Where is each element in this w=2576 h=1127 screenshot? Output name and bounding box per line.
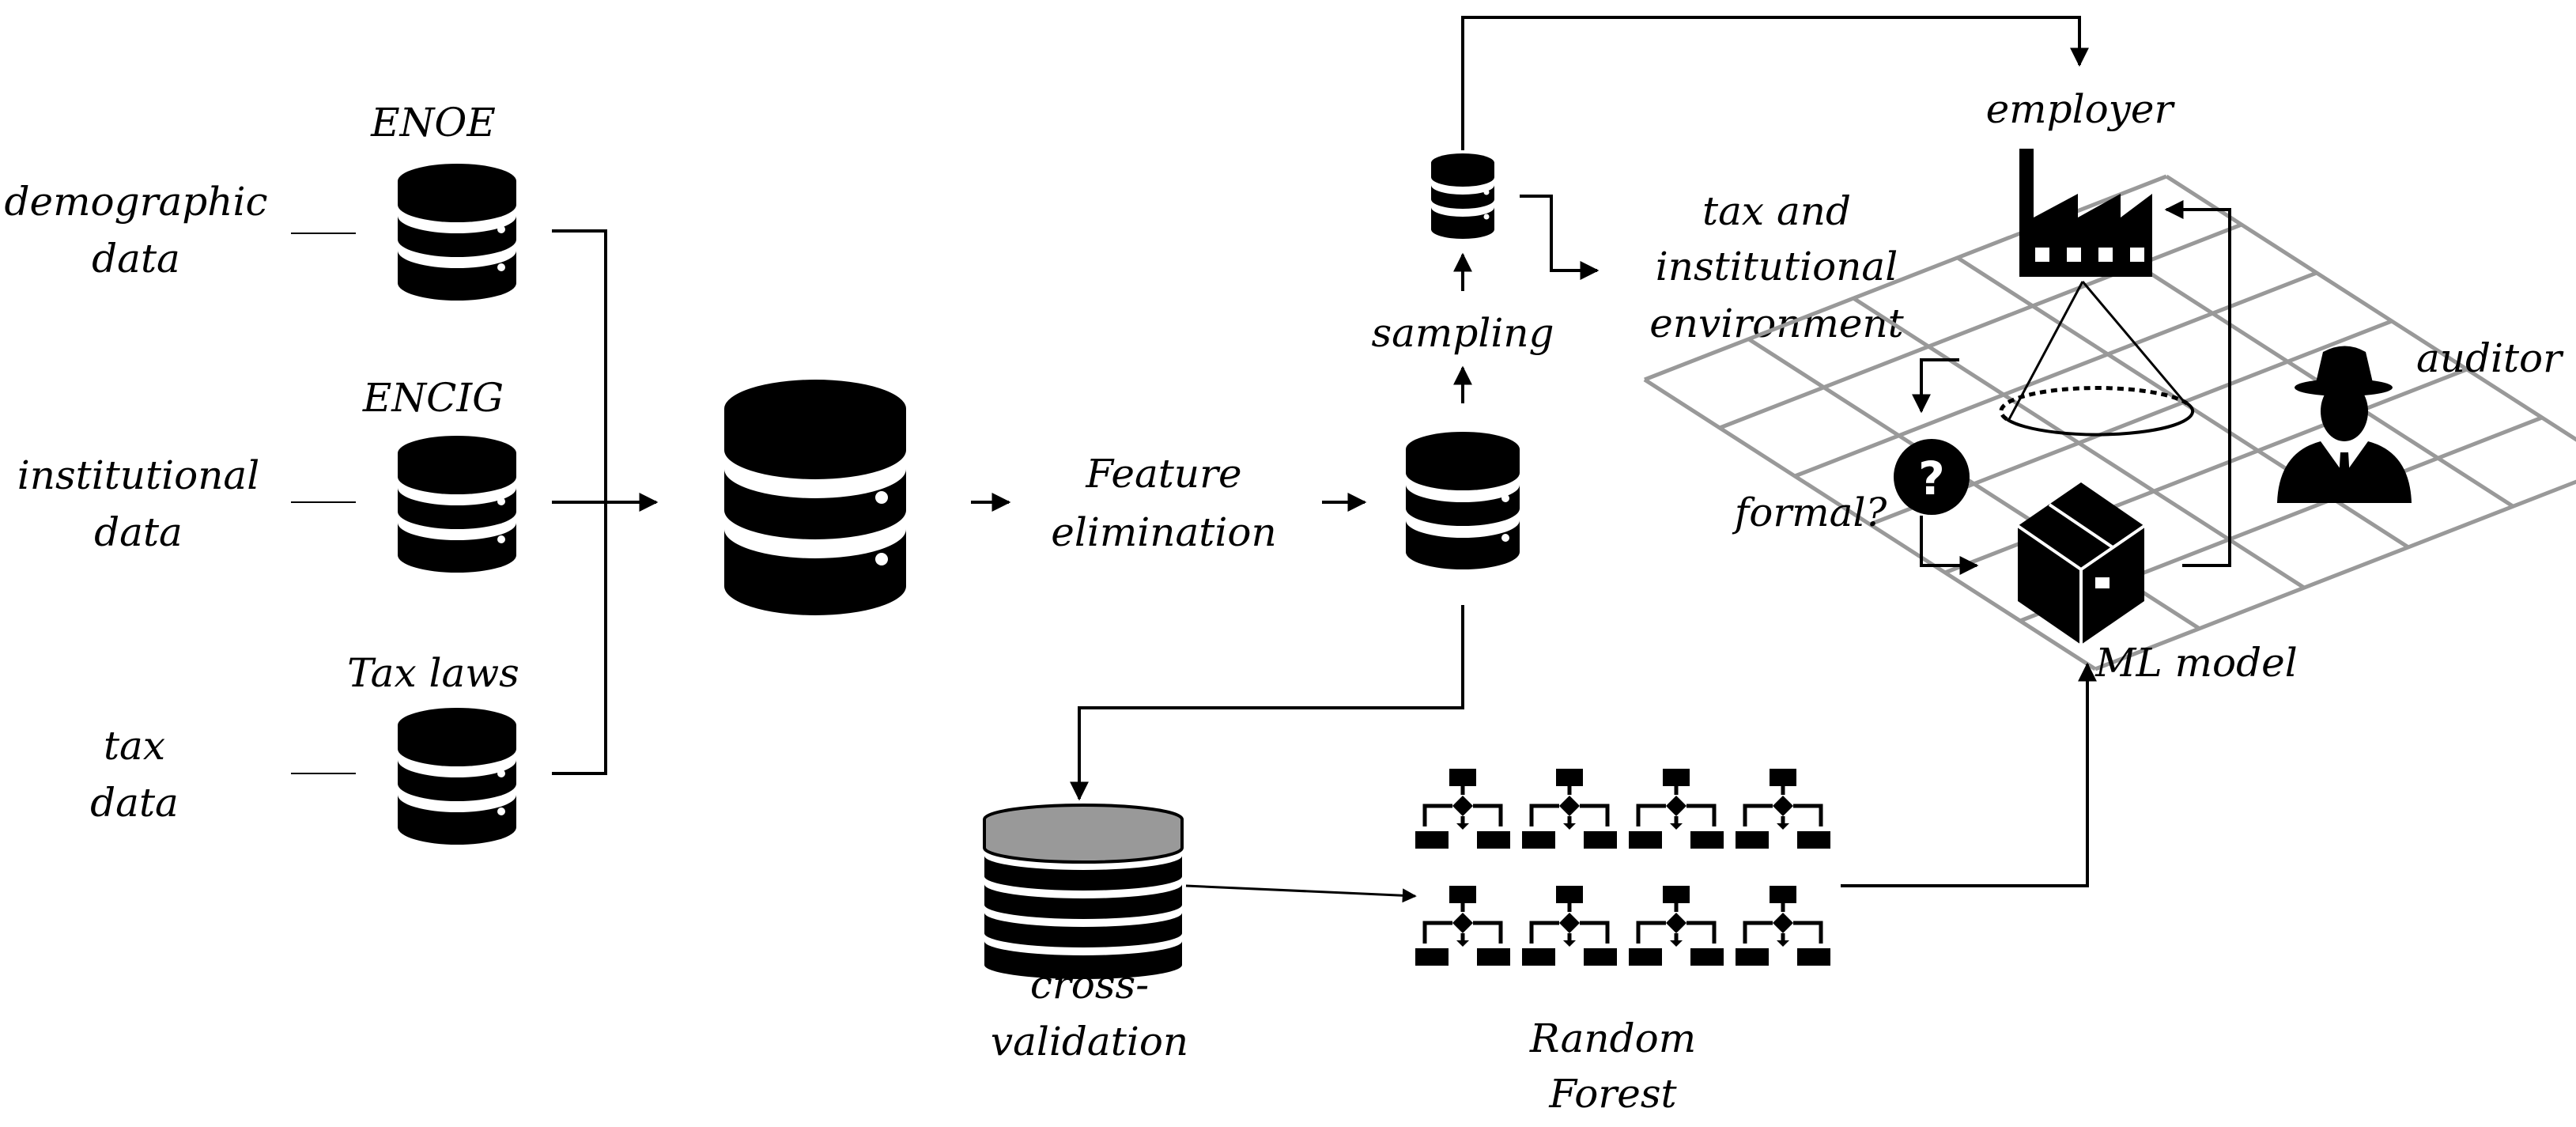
encig-title: ENCIG <box>362 375 504 421</box>
sample-to-environment-arrow <box>1520 195 1600 280</box>
model-to-employer-arrow <box>2164 200 2231 567</box>
spy-icon <box>2277 346 2412 503</box>
question-icon: ? <box>1894 439 1970 515</box>
demographic-data-label-line2: data <box>92 236 180 282</box>
employer-label: employer <box>1986 86 2176 132</box>
merged-database-icon <box>724 380 906 624</box>
source-tax-laws: Tax laws tax data <box>90 650 519 845</box>
decision-tree-icon <box>1736 886 1830 966</box>
decision-tree-icon <box>1629 769 1724 849</box>
tax-data-label-line1: tax <box>104 723 165 769</box>
feature-elimination-line1: Feature <box>1085 451 1241 497</box>
forest-to-model-arrow <box>1841 662 2097 887</box>
reduced-database-icon <box>1406 432 1520 569</box>
decision-tree-icon <box>1522 769 1617 849</box>
institutional-data-label-line1: institutional <box>17 452 259 498</box>
question-mark: ? <box>1918 452 1945 505</box>
cone-shape <box>1999 281 2195 437</box>
factory-icon <box>2019 149 2152 277</box>
feature-elimination-line2: elimination <box>1051 509 1276 555</box>
ml-model-label: ML model <box>2094 640 2297 686</box>
source-encig: ENCIG institutional data <box>17 375 516 573</box>
decision-tree-icon <box>1415 769 1510 849</box>
crossval-to-forest-arrow <box>1185 884 1417 903</box>
tax-laws-title: Tax laws <box>347 650 519 696</box>
formal-label: formal? <box>1732 490 1888 535</box>
random-forest-line2: Forest <box>1548 1071 1677 1117</box>
box-icon <box>2016 482 2146 645</box>
database-icon <box>398 708 516 845</box>
reduced-to-crossval-arrow <box>1070 605 1464 801</box>
environment-line1: tax and <box>1702 188 1851 234</box>
auditor-label: auditor <box>2416 335 2564 381</box>
decision-tree-icon <box>1736 769 1830 849</box>
tax-data-label-line2: data <box>90 780 179 826</box>
environment-line2: institutional <box>1656 244 1898 289</box>
sample-database-icon <box>1431 153 1494 239</box>
demographic-data-label-line1: demographic <box>4 179 267 225</box>
sample-to-employer-arrow <box>1461 16 2089 150</box>
database-icon <box>398 164 516 301</box>
decision-tree-icon <box>1522 886 1617 966</box>
random-forest-icons <box>1415 769 1830 966</box>
database-icon <box>398 436 516 573</box>
decision-tree-icon <box>1629 886 1724 966</box>
question-to-model-arrow <box>1920 516 1979 575</box>
enoe-title: ENOE <box>370 100 496 146</box>
environment-line3: environment <box>1649 301 1904 346</box>
sampling-label: sampling <box>1371 310 1554 356</box>
cross-validation-line2: validation <box>991 1019 1188 1065</box>
institutional-data-label-line2: data <box>94 509 183 555</box>
environment-to-question-arrow <box>1912 358 1959 414</box>
decision-tree-icon <box>1415 886 1510 966</box>
cross-validation-line1: cross- <box>1030 962 1149 1008</box>
random-forest-line1: Random <box>1529 1015 1696 1061</box>
crossval-database-icon <box>983 804 1184 979</box>
merge-bracket <box>552 229 607 775</box>
source-enoe: ENOE demographic data <box>4 100 516 301</box>
